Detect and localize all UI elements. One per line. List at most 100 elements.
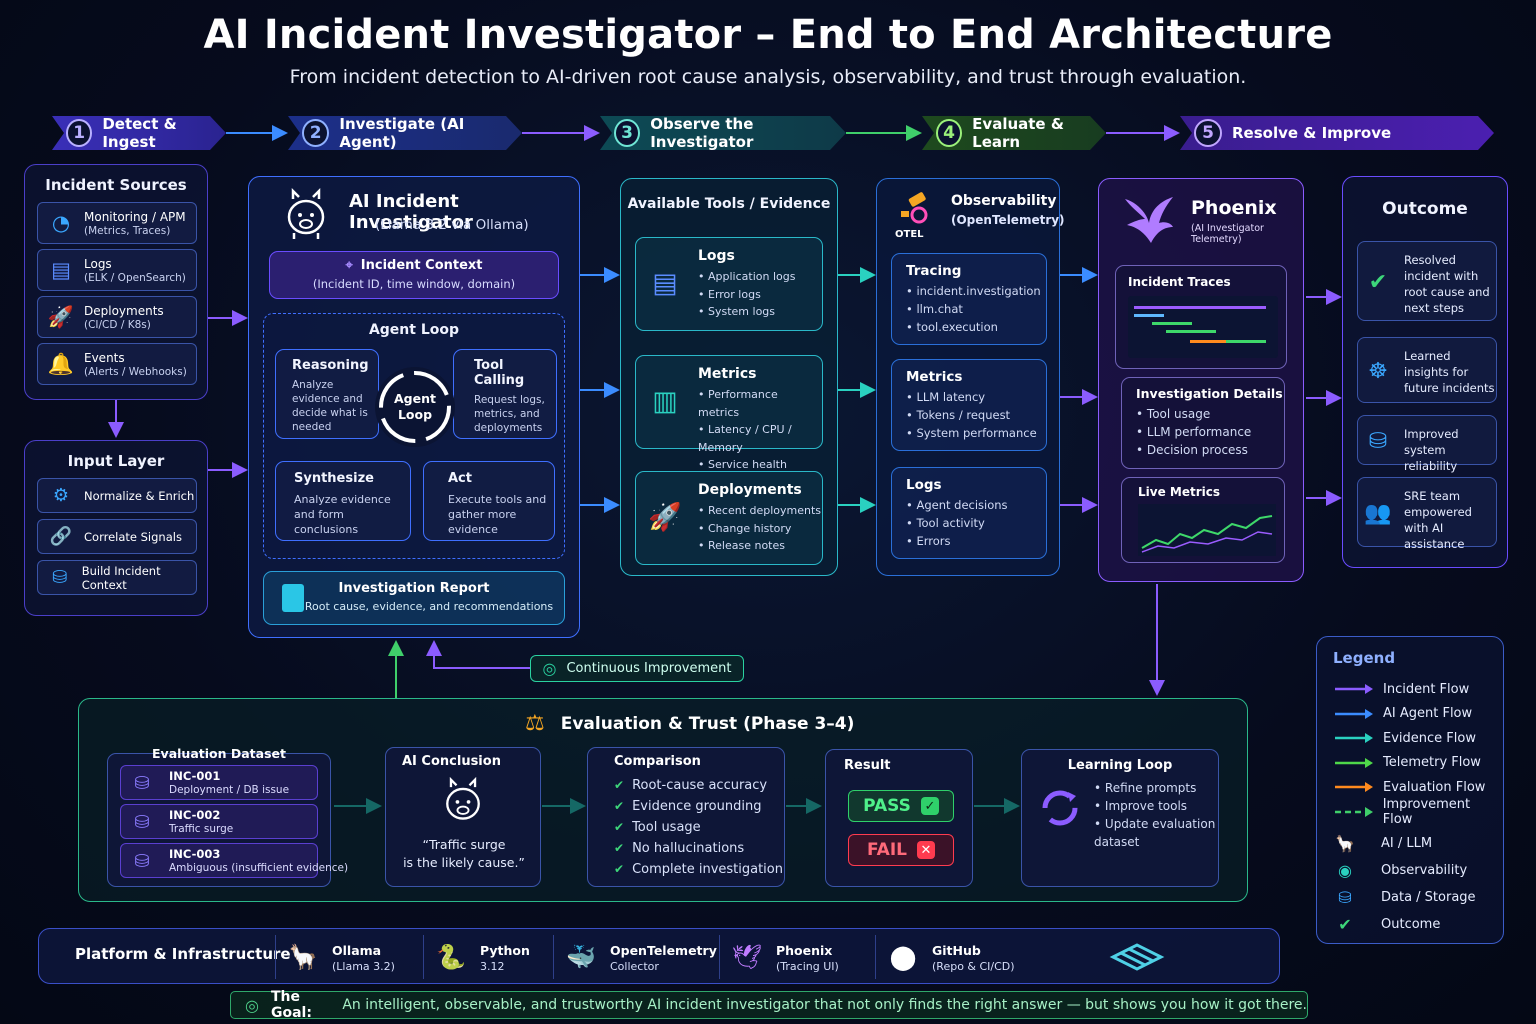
outcome-panel: Outcome ✔Resolved incident with root cau… [1342, 176, 1508, 568]
legend-item: ◉Observability [1335, 857, 1503, 884]
conclusion-title: AI Conclusion [402, 754, 501, 769]
team-icon: 👥 [1364, 500, 1392, 526]
trace-bar [1152, 322, 1192, 325]
act-title: Act [448, 471, 472, 486]
outcome-text: SRE team empowered with AI assistance [1404, 489, 1472, 551]
observability-bullet: LLM latency [906, 388, 1037, 406]
bar-chart-icon: ▥ [652, 385, 678, 417]
tool-bullet: Application logs [698, 268, 795, 286]
phase-label: Resolve & Improve [1232, 124, 1392, 142]
source-label: Monitoring / APM [84, 209, 186, 224]
source-item[interactable]: ◔Monitoring / APM(Metrics, Traces) [37, 202, 197, 244]
input-item[interactable]: ⛁ Build Incident Context [37, 560, 197, 595]
legend-item: Evidence Flow [1335, 726, 1503, 751]
legend-label: Improvement Flow [1382, 796, 1471, 827]
trace-bar [1226, 340, 1266, 343]
platform-name: GitHub [932, 943, 981, 958]
learning-item: Refine prompts [1094, 779, 1218, 797]
live-metrics-chart [1138, 504, 1276, 556]
observability-bullet: llm.chat [906, 300, 1041, 318]
legend-item: ✔ Outcome [1335, 911, 1503, 938]
dataset-desc: Ambiguous (insufficient evidence) [169, 862, 349, 874]
outcome-card: ⛁Improved system reliability [1357, 415, 1497, 473]
target-icon: ◎ [245, 995, 259, 1015]
legend-arrow [1335, 733, 1373, 744]
goal-text: An intelligent, observable, and trustwor… [342, 997, 1307, 1013]
comparison-item: Evidence grounding [614, 796, 784, 817]
rocket-icon: 🚀 [648, 502, 682, 533]
legend-title: Legend [1333, 649, 1396, 667]
learning-title: Learning Loop [1067, 758, 1173, 773]
comparison-item: No hallucinations [614, 838, 784, 859]
metrics-title: Live Metrics [1138, 485, 1221, 499]
investigation-details-box: Investigation Details Tool usageLLM perf… [1121, 377, 1285, 469]
legend-arrow [1335, 757, 1373, 768]
database-icon: ⛁ [134, 850, 150, 872]
dataset-desc: Deployment / DB issue [169, 784, 290, 796]
input-label: Build Incident Context [81, 563, 161, 592]
panel-title: Input Layer [67, 452, 165, 470]
dataset-title: Evaluation Dataset [152, 746, 286, 761]
evaluation-title-row: ⚖ Evaluation & Trust (Phase 3–4) [525, 711, 854, 736]
outcome-text: Learned insights for future incidents [1404, 349, 1495, 395]
observability-bullet: System performance [906, 424, 1036, 442]
platform-item: ⬤GitHub(Repo & CI/CD) [875, 935, 1025, 979]
legend-label: Data / Storage [1381, 890, 1476, 905]
tool-bullet: Change history [698, 520, 821, 538]
layers-icon [1109, 941, 1165, 973]
check-circle-icon: ✔ [1338, 915, 1352, 934]
input-item[interactable]: ⚙Normalize & Enrich [37, 478, 197, 513]
page-title: AI Incident Investigator – End to End Ar… [203, 12, 1333, 58]
source-text: Deployments(CI/CD / K8s) [84, 304, 164, 331]
otel-logo-text: OTEL [895, 229, 924, 240]
tool-bullet: Release notes [698, 537, 821, 555]
source-item[interactable]: 🔔Events(Alerts / Webhooks) [37, 343, 197, 385]
database-icon: ⛁ [52, 567, 68, 588]
comparison-box: Comparison Root-cause accuracyEvidence g… [587, 747, 785, 887]
reasoning-box: Reasoning Analyze evidence and decide wh… [275, 349, 379, 439]
database-icon: ⛁ [1368, 428, 1388, 454]
loop-title: Agent Loop [368, 322, 460, 338]
github-icon: ⬤ [889, 943, 917, 971]
trace-timeline [1128, 296, 1278, 358]
comparison-item: Complete investigation [614, 859, 784, 880]
panel-title: Available Tools / Evidence [627, 196, 831, 212]
input-item[interactable]: 🔗Correlate Signals [37, 519, 197, 554]
source-item[interactable]: ▤Logs(ELK / OpenSearch) [37, 249, 197, 291]
legend-label: Outcome [1381, 917, 1441, 932]
input-layer-panel: Input Layer ⚙Normalize & Enrich 🔗Correlat… [24, 440, 208, 616]
phase-label: Observe the Investigator [650, 115, 754, 151]
check-icon: ✔ [1368, 269, 1388, 295]
comparison-item: Tool usage [614, 817, 784, 838]
otel-logo-icon: OTEL [893, 191, 937, 241]
source-item[interactable]: 🚀Deployments(CI/CD / K8s) [37, 296, 197, 338]
source-label: Deployments [84, 303, 164, 318]
legend-arrow [1335, 708, 1373, 719]
source-sub: (ELK / OpenSearch) [84, 271, 186, 284]
trace-bar [1190, 340, 1226, 343]
observability-bullet: Errors [906, 532, 1008, 550]
phase-label: Investigate (AI Agent) [339, 115, 465, 151]
toolcall-title: Tool Calling [474, 358, 525, 388]
pass-badge: PASS ✓ [848, 790, 954, 822]
observability-card: Tracingincident.investigationllm.chattoo… [891, 253, 1047, 345]
tool-title: Logs [698, 248, 735, 264]
observability-card: LogsAgent decisionsTool activityErrors [891, 467, 1047, 559]
phase-4-banner: 4 Evaluate & Learn [922, 116, 1106, 150]
dataset-id: INC-001 [169, 769, 221, 783]
source-label: Events [84, 350, 125, 365]
tool-bullet: Recent deployments [698, 502, 821, 520]
tool-card: ▤LogsApplication logsError logsSystem lo… [635, 237, 823, 331]
tool-title: Deployments [698, 482, 802, 498]
input-label: Normalize & Enrich [84, 488, 195, 503]
input-label: Correlate Signals [84, 529, 182, 544]
phase-number: 2 [302, 119, 329, 147]
goal-banner: ◎ The Goal: An intelligent, observable, … [230, 989, 1308, 1021]
goal-label: The Goal: [270, 989, 312, 1021]
continuous-label: Continuous Improvement [566, 661, 732, 676]
